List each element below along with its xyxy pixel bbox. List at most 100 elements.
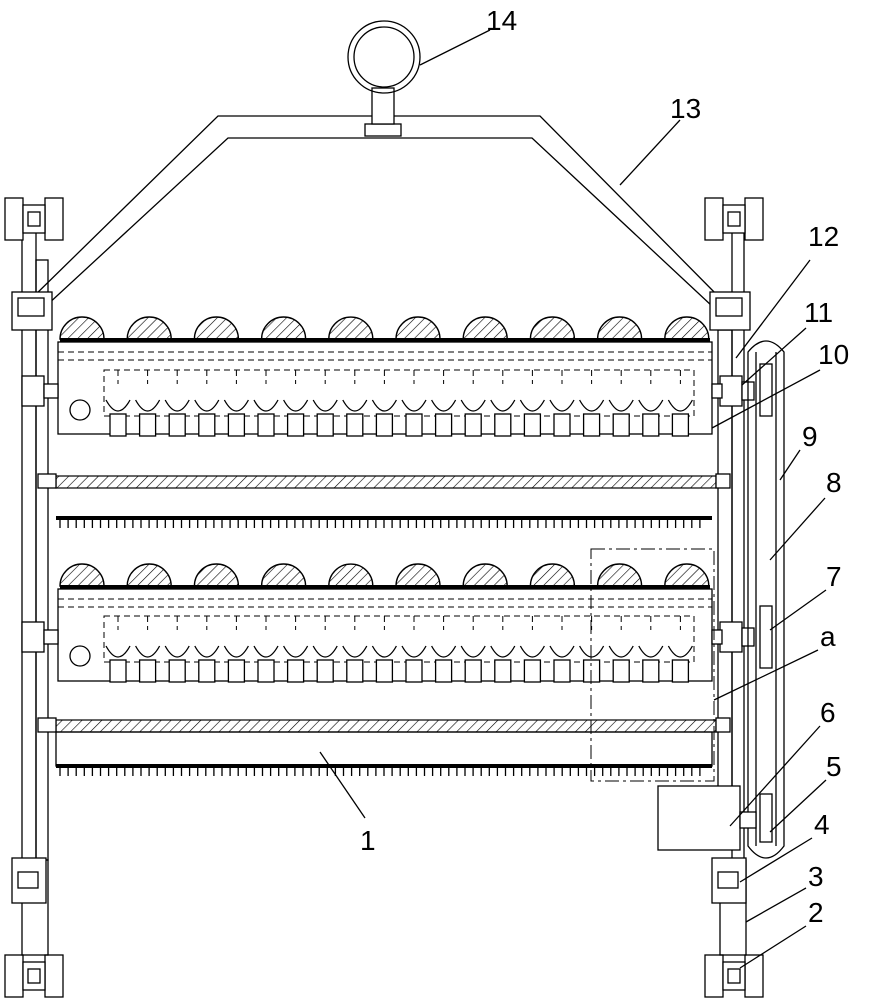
cup [638,399,664,412]
roller-half-disc [664,316,710,340]
tooth [612,659,630,683]
cup [431,645,457,658]
tooth [434,413,453,437]
roller-half-disc [596,563,643,587]
cup [490,645,516,658]
cup [549,399,575,412]
callout-7: 7 [826,561,842,592]
callout-2: 2 [808,897,824,928]
callout-11: 11 [804,297,833,328]
cup [519,645,545,658]
tooth [168,659,186,683]
tooth [523,659,542,683]
hanger-frame [29,20,723,307]
tooth [286,413,305,437]
roller-half-disc [260,316,307,340]
cup [283,645,309,658]
roller-half-disc [462,563,508,587]
tooth [257,659,275,683]
roller-half-disc [462,316,508,340]
cup [460,645,486,658]
tooth [109,413,127,437]
wheel-bottom-left [4,954,64,998]
tooth [346,659,364,683]
wheel-assemblies [4,197,764,998]
tooth [286,659,305,683]
cup [608,399,634,412]
callout-9: 9 [802,421,818,452]
tooth [375,413,394,437]
cup [371,645,397,658]
roller-half-disc [395,316,441,340]
callout-10: 10 [818,339,849,370]
cup [460,399,486,412]
tooth [405,413,423,437]
roller-half-disc [328,563,374,587]
cup [342,399,368,412]
rail-housing [747,340,785,859]
tooth [642,413,660,437]
tooth [642,659,660,683]
tooth [138,413,157,437]
cup [105,645,131,658]
spacer-bar-1 [37,473,731,489]
tooth [671,659,690,683]
cup [667,645,693,658]
ring-mount [364,123,402,137]
comb-1-teeth [59,519,701,528]
cup [194,399,220,412]
leader-lines [319,29,827,969]
callout-4: 4 [814,809,830,840]
tooth [168,413,186,437]
tier-1-rollers [59,316,710,340]
tooth [494,659,512,683]
cup [164,645,190,658]
callout-3: 3 [808,861,824,892]
tooth [582,413,601,437]
cup [401,645,427,658]
callout-5: 5 [826,751,842,782]
wheel-bottom-right [704,954,764,998]
upper-slider [759,363,773,417]
tooth [612,413,630,437]
callout-13: 13 [670,93,701,124]
drive-motor [657,785,757,851]
roller-half-disc [193,563,240,587]
roller-half-disc [59,563,105,587]
middle-slider [759,605,773,669]
roller-half-disc [126,563,172,587]
cup [223,399,249,412]
cup [312,645,338,658]
tooth [405,659,423,683]
tooth [198,413,216,437]
cup [431,399,457,412]
cup [667,399,693,412]
roller-half-disc [59,316,105,340]
roller-half-disc [529,563,576,587]
cup [135,399,161,412]
cup [105,399,131,412]
roller-half-disc [529,316,576,340]
tooth [553,413,571,437]
cup [135,645,161,658]
tier-1-fasteners [21,375,755,407]
roller-half-disc [193,316,240,340]
tier-2-fasteners [21,621,755,653]
cup [371,399,397,412]
tooth [582,659,601,683]
roller-half-disc [260,563,307,587]
base-plate [55,731,713,767]
detail-region-a [590,548,715,782]
cup [164,399,190,412]
upper-joints [11,291,751,331]
tier-1-teeth [105,370,693,437]
tooth [671,413,690,437]
guide-rail [747,340,785,859]
callout-14: 14 [486,5,517,36]
tooth [523,413,542,437]
cup [253,645,279,658]
tooth [316,659,334,683]
cup [283,399,309,412]
tooth [198,659,216,683]
